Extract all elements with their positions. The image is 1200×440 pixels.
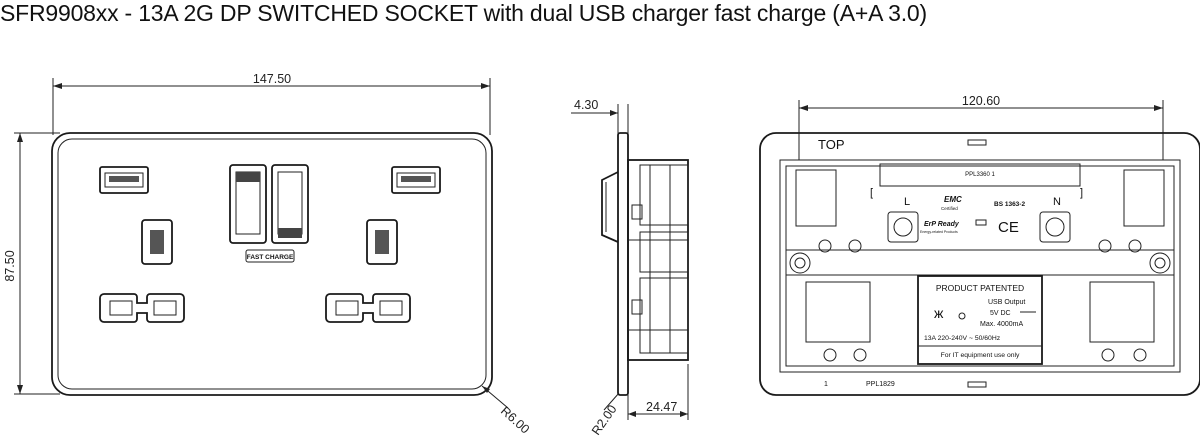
side-depth-dim: 24.47 <box>646 400 677 414</box>
rear-plate <box>759 132 1200 396</box>
front-height-dim: 87.50 <box>3 250 17 281</box>
diagram-title: SFR9908xx - 13A 2G DP SWITCHED SOCKET wi… <box>0 0 927 26</box>
fast-charge-text: FAST CHARGE <box>247 254 294 261</box>
rear-ppl-bottom: PPL1829 <box>866 381 895 388</box>
usb-output-label: USB Output <box>988 299 1025 306</box>
emc-sub-label: Certified <box>941 206 958 211</box>
terminal-screw-n <box>1039 211 1071 243</box>
fixing-screw-right <box>1149 252 1171 274</box>
product-label <box>917 275 1043 365</box>
pin-holes-left <box>99 293 185 323</box>
front-radius-dim: R6.00 <box>498 404 532 437</box>
cross-symbol-icon: ж <box>934 305 944 321</box>
rear-width-dim: 120.60 <box>962 94 1000 108</box>
terminal-n-label: N <box>1053 196 1061 208</box>
erp-label: ErP Ready <box>924 221 960 228</box>
it-note-label: For IT equipment use only <box>941 352 1020 359</box>
rocker-switch-left <box>229 164 267 244</box>
rocker-switch-right <box>271 164 309 244</box>
front-width-dim: 147.50 <box>253 72 291 86</box>
bracket-left: [ <box>870 187 873 199</box>
rear-top-label: TOP <box>818 137 845 152</box>
terminal-l-label: L <box>904 196 910 208</box>
bracket-right: ] <box>1080 187 1083 199</box>
voltage-label: 5V DC <box>990 310 1011 317</box>
fast-charge-badge <box>245 249 295 263</box>
rear-view: 120.60 TOP PPL3360 1 [ ] L N EMC Certifi… <box>759 94 1200 396</box>
side-plate <box>617 132 629 396</box>
max-current-label: Max. 4000mA <box>980 321 1024 328</box>
terminal-screw-l <box>887 211 919 243</box>
fixing-screw-left <box>789 252 811 274</box>
side-rocker <box>601 171 619 243</box>
side-view: 4.30 24.47 R2.00 <box>571 98 689 438</box>
rear-bottom-number: 1 <box>824 381 828 388</box>
side-thickness-dim: 4.30 <box>574 98 598 112</box>
side-radius-dim: R2.00 <box>589 402 620 437</box>
rating-label: 13A 220-240V ~ 50/60Hz <box>924 335 1001 342</box>
usb-port-left <box>99 166 149 194</box>
earth-hole-right <box>366 219 398 265</box>
usb-port-right <box>391 166 441 194</box>
emc-label: EMC <box>944 195 962 204</box>
ce-mark: CE <box>998 219 1019 236</box>
lower-terminal-left <box>805 281 871 343</box>
front-plate <box>51 132 493 396</box>
bs-standard-label: BS 1363-2 <box>994 201 1025 208</box>
front-plate-inner <box>57 138 487 390</box>
rear-ppl-top: PPL3360 1 <box>965 172 995 178</box>
rear-housing <box>779 159 1181 373</box>
earth-hole-left <box>141 219 173 265</box>
pin-holes-right <box>325 293 411 323</box>
erp-sub-label: Energy-related Products <box>920 230 958 234</box>
patent-label: PRODUCT PATENTED <box>936 283 1024 293</box>
lower-terminal-right <box>1089 281 1155 343</box>
front-view: 147.50 87.50 <box>3 72 532 437</box>
